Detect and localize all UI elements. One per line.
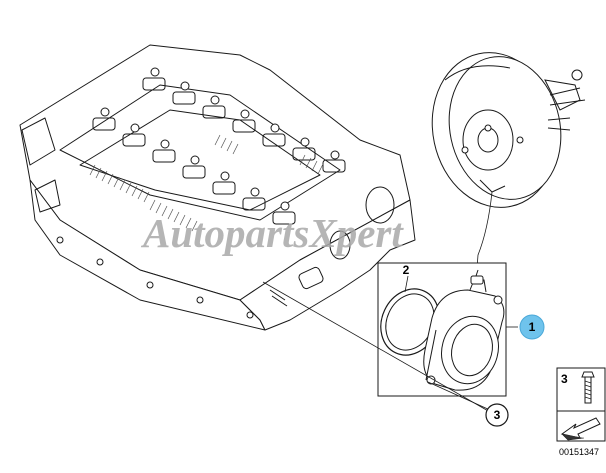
vacuum-hose-line <box>475 191 493 283</box>
callout-1-badge[interactable]: 1 <box>519 314 545 340</box>
bolt-icon <box>581 371 595 404</box>
callout-3-badge[interactable]: 3 <box>485 403 509 427</box>
callout-2-leader <box>404 275 409 293</box>
watermark-text: AutopartsXpert <box>140 210 404 256</box>
cylinder-head-illustration <box>19 44 416 331</box>
head-bolts <box>100 67 340 211</box>
callout-2-number[interactable]: 2 <box>403 263 410 277</box>
callout-1-number: 1 <box>529 320 536 334</box>
vacuum-pump-illustration <box>423 269 505 391</box>
brake-booster-illustration <box>431 52 586 208</box>
cam-caps-upper <box>142 77 346 173</box>
callout-3-number: 3 <box>494 408 501 422</box>
diagram-id: 00151347 <box>559 447 599 457</box>
parts-legend: 3 00151347 <box>556 367 606 457</box>
valve-springs <box>89 134 324 232</box>
legend-part-number: 3 <box>561 372 568 386</box>
cam-caps-lower <box>92 117 296 225</box>
callout-3-leaders <box>262 281 491 413</box>
